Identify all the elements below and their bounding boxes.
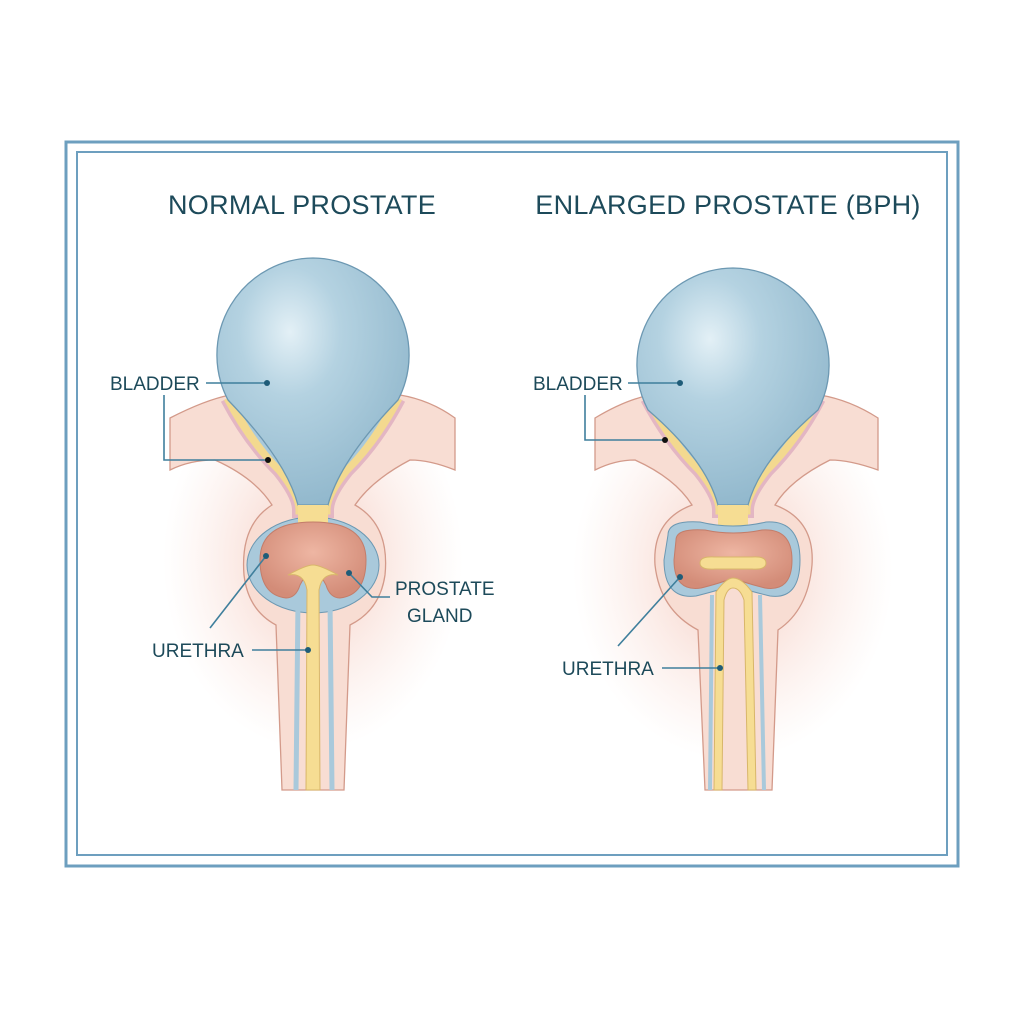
panel-title-enlarged: ENLARGED PROSTATE (BPH) <box>535 190 920 220</box>
label-prostate-gland: PROSTATE GLAND <box>346 570 495 627</box>
prostate-gland <box>259 521 367 599</box>
label-text: URETHRA <box>562 659 654 680</box>
urethra <box>287 564 339 791</box>
outer-frame <box>64 140 960 868</box>
normal-prostate-illustration <box>163 257 463 791</box>
label-urethra-normal: URETHRA <box>152 553 311 662</box>
label-text: URETHRA <box>152 641 244 662</box>
compressed-urethra <box>699 556 767 570</box>
inner-frame <box>76 151 948 856</box>
label-text: BLADDER <box>533 374 623 395</box>
label-text: BLADDER <box>110 374 200 395</box>
label-text-line1: PROSTATE <box>395 579 495 600</box>
panel-title-normal: NORMAL PROSTATE <box>168 190 436 220</box>
body-tissue <box>594 394 879 791</box>
label-text-line2: GLAND <box>407 606 472 627</box>
enlarged-prostate-illustration <box>573 267 893 791</box>
label-urethra-enlarged: URETHRA <box>562 574 723 680</box>
label-bladder-normal: BLADDER <box>110 374 271 463</box>
urethra <box>713 577 757 791</box>
label-bladder-enlarged: BLADDER <box>533 374 683 443</box>
